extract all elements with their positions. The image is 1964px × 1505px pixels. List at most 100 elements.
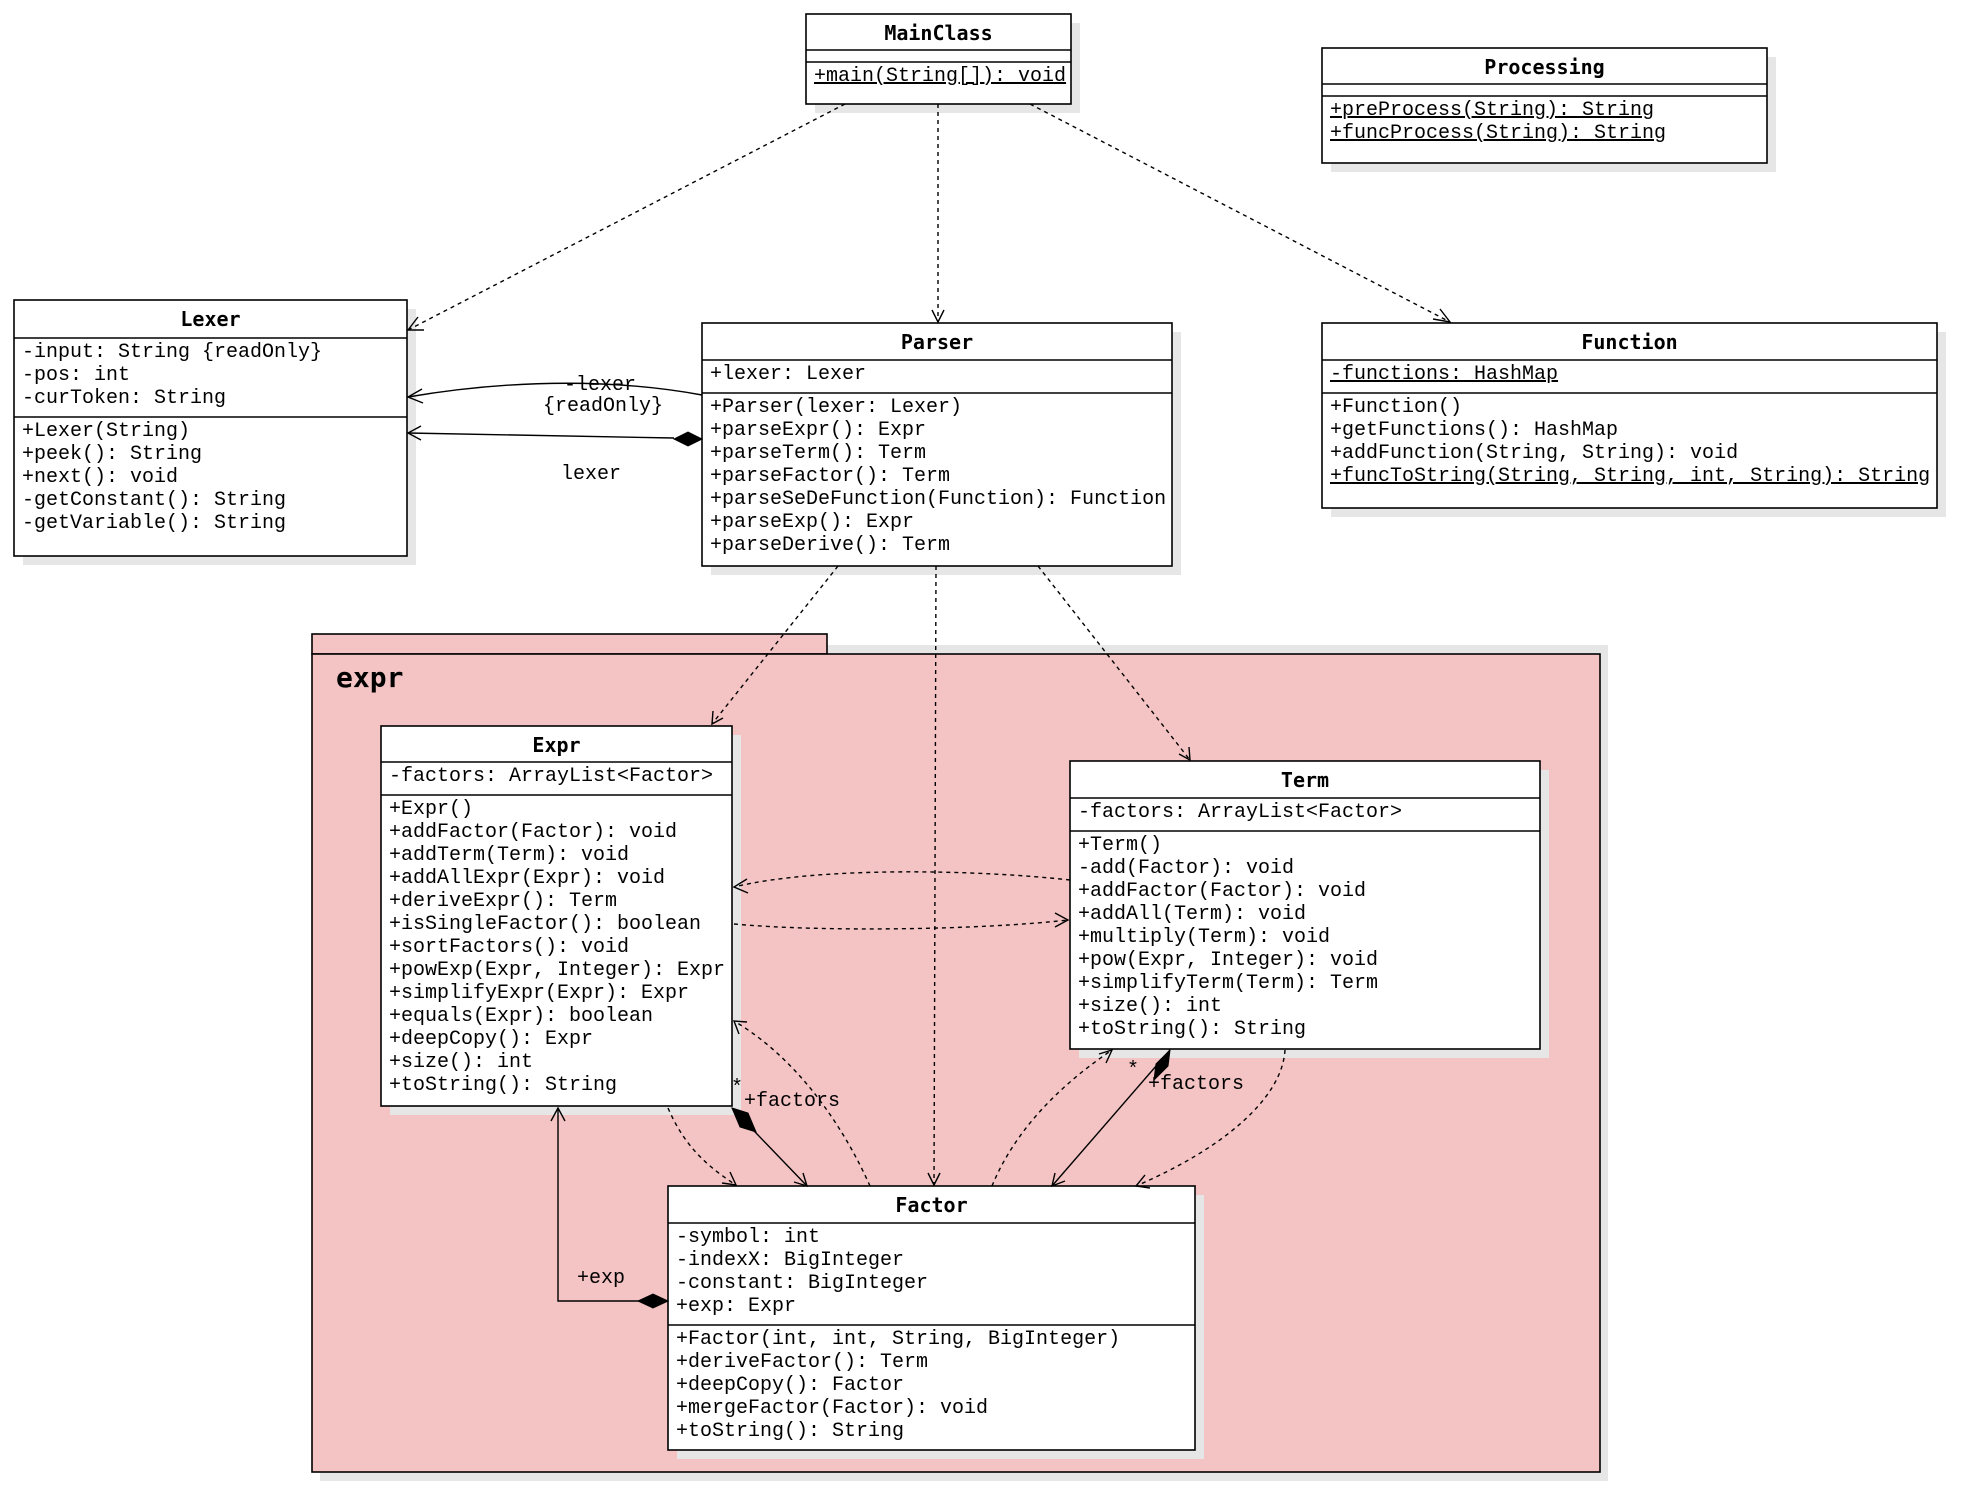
comp-diamond-parser-lexer (672, 431, 704, 447)
factor-attribute-2: -constant: BigInteger (676, 1272, 928, 1295)
parser-method-2: +parseTerm(): Term (710, 442, 926, 465)
expr-method-3: +addAllExpr(Expr): void (389, 867, 665, 890)
class-processing[interactable]: Processing +preProcess(String): String+fu… (1321, 47, 1776, 172)
main-class-name: MainClass (884, 21, 992, 45)
expr-method-2: +addTerm(Term): void (389, 844, 629, 867)
expr-method-5: +isSingleFactor(): boolean (389, 913, 701, 936)
lexer-attribute-0: -input: String {readOnly} (22, 341, 322, 364)
processing-method-1: +funcProcess(String): String (1330, 122, 1666, 145)
lexer-attribute-2: -curToken: String (22, 387, 226, 410)
lexer-attribute-1: -pos: int (22, 364, 130, 387)
comp-diamond-expr-factors (731, 1107, 757, 1133)
dep-term-factor (1135, 1049, 1286, 1187)
parser-method-3: +parseFactor(): Term (710, 465, 950, 488)
term-class-name: Term (1281, 768, 1329, 792)
function-method-2: +addFunction(String, String): void (1330, 442, 1738, 465)
factor-attribute-0: -symbol: int (676, 1226, 820, 1249)
package-expr-name: expr (336, 661, 403, 694)
dep-parser-factor (933, 565, 937, 1186)
expr-method-6: +sortFactors(): void (389, 936, 629, 959)
parser-method-5: +parseExp(): Expr (710, 511, 914, 534)
comp-term-factors (1051, 1049, 1171, 1187)
expr-class-box (380, 725, 733, 1107)
function-class-box (1321, 322, 1938, 509)
lexer-method-1: +peek(): String (22, 443, 202, 466)
expr-method-1: +addFactor(Factor): void (389, 821, 677, 844)
lexer-method-4: -getVariable(): String (22, 512, 286, 535)
factor-class-box (667, 1185, 1196, 1451)
class-expr[interactable]: Expr-factors: ArrayList<Factor>+Expr()+a… (380, 725, 741, 1115)
dep-parser-term (1037, 565, 1191, 761)
expr-method-7: +powExp(Expr, Integer): Expr (389, 959, 725, 982)
label-parser-lexer-assoc: lexer (561, 463, 621, 486)
function-method-0: +Function() (1330, 396, 1462, 419)
factor-class-name: Factor (895, 1193, 967, 1217)
term-class-box (1069, 760, 1541, 1050)
term-method-3: +addAll(Term): void (1078, 903, 1306, 926)
expr-method-12: +toString(): String (389, 1074, 617, 1097)
parser-class-name: Parser (901, 330, 973, 354)
comp-parser-lexer (407, 432, 675, 439)
dep-factor-term (991, 1049, 1113, 1187)
lexer-class-box (13, 299, 408, 557)
main-method-0: +main(String[]): void (814, 65, 1066, 88)
factor-attribute-1: -indexX: BigInteger (676, 1249, 904, 1272)
class-mainclass[interactable]: MainClass +main(String[]): void (805, 13, 1080, 113)
expr-attribute-0: -factors: ArrayList<Factor> (389, 765, 713, 788)
label-term-factor-mult: * (1127, 1059, 1139, 1082)
term-attribute-0: -factors: ArrayList<Factor> (1078, 801, 1402, 824)
relationships (406, 103, 1452, 1309)
term-method-4: +multiply(Term): void (1078, 926, 1330, 949)
processing-method-0: +preProcess(String): String (1330, 99, 1654, 122)
label-parser-lexer-role: -lexer (564, 374, 636, 397)
label-term-factor-role: +factors (1148, 1073, 1244, 1096)
function-method-1: +getFunctions(): HashMap (1330, 419, 1618, 442)
parser-method-0: +Parser(lexer: Lexer) (710, 396, 962, 419)
factor-method-0: +Factor(int, int, String, BigInteger) (676, 1328, 1120, 1351)
function-attribute-0: -functions: HashMap (1330, 363, 1558, 386)
processing-class-name: Processing (1484, 55, 1604, 79)
expr-method-10: +deepCopy(): Expr (389, 1028, 593, 1051)
function-class-name: Function (1581, 330, 1677, 354)
factor-method-4: +toString(): String (676, 1420, 904, 1443)
parser-method-1: +parseExpr(): Expr (710, 419, 926, 442)
lexer-method-3: -getConstant(): String (22, 489, 286, 512)
lexer-class-name: Lexer (180, 307, 240, 331)
parser-method-4: +parseSeDeFunction(Function): Function (710, 488, 1166, 511)
processing-class-box (1321, 47, 1768, 164)
expr-method-0: +Expr() (389, 798, 473, 821)
dep-parser-expr (711, 565, 839, 725)
class-lexer[interactable]: Lexer-input: String {readOnly}-pos: int-… (13, 299, 416, 565)
parser-attribute-0: +lexer: Lexer (710, 363, 866, 386)
dep-term-expr (733, 871, 1071, 888)
term-method-7: +size(): int (1078, 995, 1222, 1018)
dep-main-lexer (407, 103, 846, 331)
class-function[interactable]: Function -functions: HashMap +Function()+g… (1321, 322, 1946, 517)
term-method-8: +toString(): String (1078, 1018, 1306, 1041)
label-expr-factor-mult: * (731, 1077, 743, 1100)
factor-method-2: +deepCopy(): Factor (676, 1374, 904, 1397)
lexer-method-0: +Lexer(String) (22, 420, 190, 443)
comp-diamond-term-factors (1153, 1048, 1171, 1082)
class-term[interactable]: Term-factors: ArrayList<Factor>+Term()-a… (1069, 760, 1549, 1058)
assoc-parser-lexer-readonly (407, 382, 703, 398)
term-method-2: +addFactor(Factor): void (1078, 880, 1366, 903)
class-parser[interactable]: Parser +lexer: Lexer +Parser(lexer: Lexer)… (701, 322, 1181, 575)
class-factor[interactable]: Factor -symbol: int-indexX: BigInteger-co… (667, 1185, 1204, 1459)
dep-expr-factor (667, 1107, 737, 1186)
expr-method-4: +deriveExpr(): Term (389, 890, 617, 913)
term-method-6: +simplifyTerm(Term): Term (1078, 972, 1378, 995)
comp-diamond-factor-exp (636, 1293, 670, 1309)
parser-class-box (701, 322, 1173, 567)
term-method-0: +Term() (1078, 834, 1162, 857)
label-expr-factor-role: +factors (744, 1090, 840, 1113)
expr-method-8: +simplifyExpr(Expr): Expr (389, 982, 689, 1005)
label-factor-exp-role: +exp (577, 1267, 625, 1290)
dep-main-function (1029, 103, 1451, 323)
function-method-3: +funcToString(String, String, int, Strin… (1330, 465, 1930, 488)
factor-method-1: +deriveFactor(): Term (676, 1351, 928, 1374)
term-method-5: +pow(Expr, Integer): void (1078, 949, 1378, 972)
expr-method-9: +equals(Expr): boolean (389, 1005, 653, 1028)
edge-labels: -lexer {readOnly} lexer * +factors * +fa… (543, 374, 1244, 1290)
